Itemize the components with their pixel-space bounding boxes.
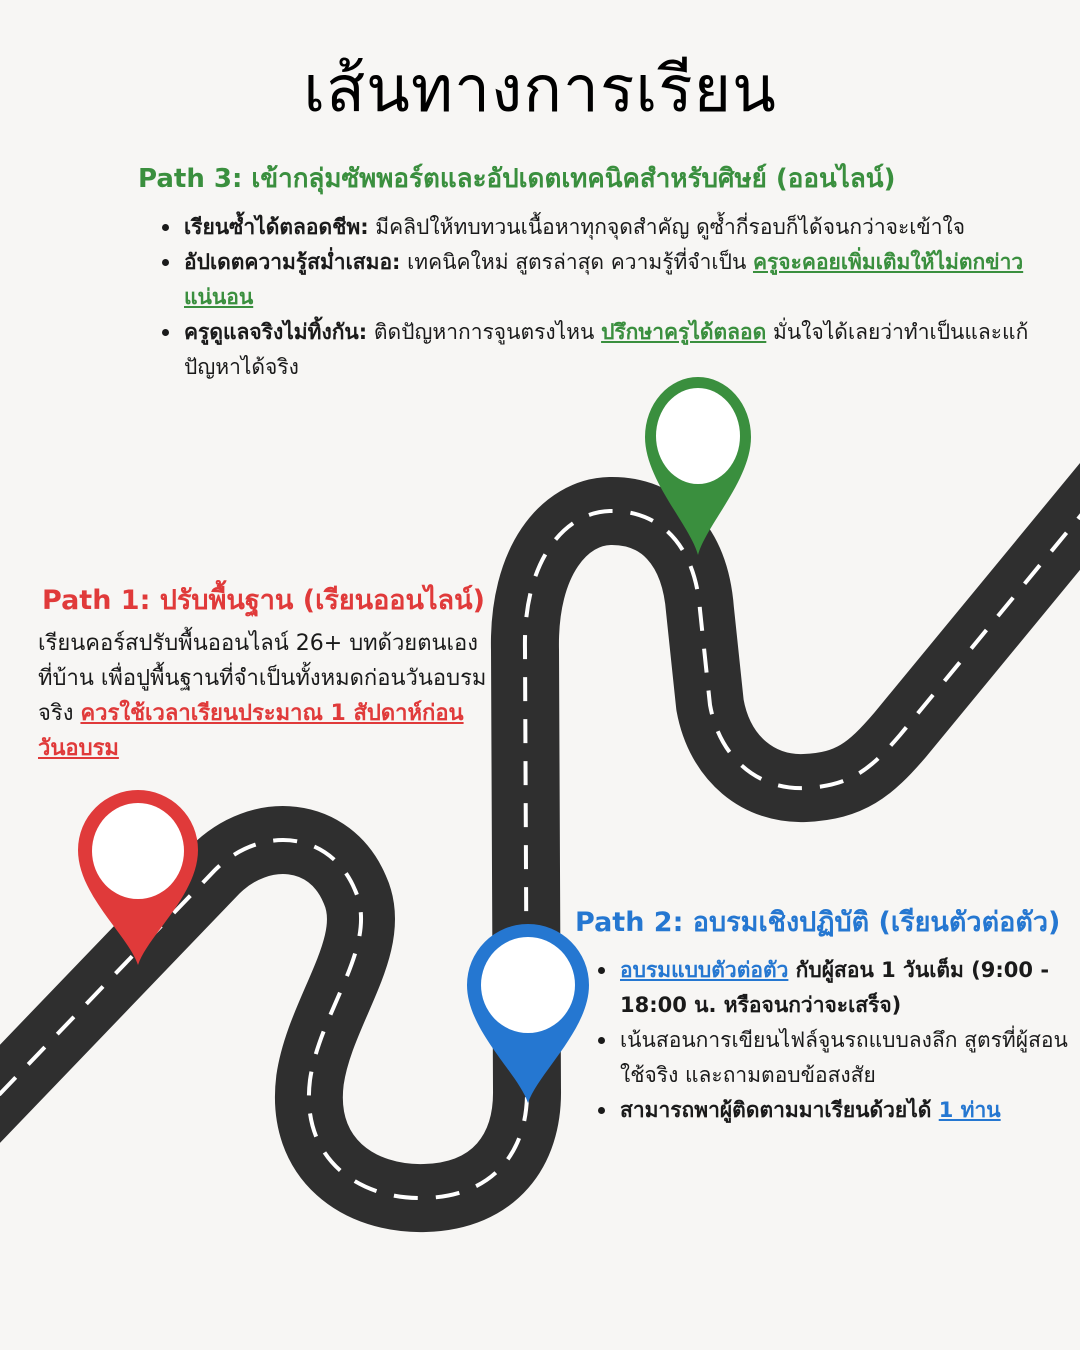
path3-item-title: อัปเดตความรู้สม่ำเสมอ:: [184, 250, 401, 274]
path3-item-text: มีคลิปให้ทบทวนเนื้อหาทุกจุดสำคัญ ดูซ้ำกี…: [368, 215, 966, 239]
path2-list: อบรมแบบตัวต่อตัว กับผู้สอน 1 วันเต็ม (9:…: [594, 953, 1074, 1128]
winding-road: [0, 462, 1080, 1233]
path3-item: อัปเดตความรู้สม่ำเสมอ: เทคนิคใหม่ สูตรล่…: [158, 245, 1038, 315]
path1-description: เรียนคอร์สปรับพื้นออนไลน์ 26+ บทด้วยตนเอ…: [38, 626, 488, 766]
path3-item: เรียนซ้ำได้ตลอดชีพ: มีคลิปให้ทบทวนเนื้อห…: [158, 210, 1038, 245]
path3-item-title: เรียนซ้ำได้ตลอดชีพ:: [184, 215, 369, 239]
path2-item: สามารถพาผู้ติดตามมาเรียนด้วยได้ 1 ท่าน: [594, 1093, 1074, 1128]
path2-map-pin-icon: [467, 923, 589, 1103]
path3-item-text: ติดปัญหาการจูนตรงไหน: [367, 320, 602, 344]
path1-text: เรียนคอร์สปรับพื้นออนไลน์ 26+ บทด้วยตนเอ…: [38, 631, 487, 726]
path3-highlight-link[interactable]: ครูจะคอยเพิ่มเติมให้ไม่ตกข่าวแน่นอน: [184, 250, 1024, 309]
path2-onsite-link[interactable]: อบรมแบบตัวต่อตัว: [620, 958, 789, 982]
path3-list: เรียนซ้ำได้ตลอดชีพ: มีคลิปให้ทบทวนเนื้อห…: [158, 210, 1038, 385]
path3-item: ครูดูแลจริงไม่ทิ้งกัน: ติดปัญหาการจูนตรง…: [158, 315, 1038, 385]
path2-companion-link[interactable]: 1 ท่าน: [938, 1098, 1001, 1122]
path2-item: อบรมแบบตัวต่อตัว กับผู้สอน 1 วันเต็ม (9:…: [594, 953, 1074, 1023]
path3-item-text-after: มั่นใจได้เลยว่าทำเป็นและแก้ปัญหาได้จริง: [184, 320, 1029, 379]
path2-item-text: เน้นสอนการเขียนไฟล์จูนรถแบบลงลึก สูตรที่…: [620, 1028, 1068, 1087]
path3-item-title: ครูดูแลจริงไม่ทิ้งกัน:: [184, 320, 368, 344]
path2-item-bold: กับผู้สอน 1 วันเต็ม (9:00 - 18:00 น. หรื…: [620, 958, 1050, 1017]
path3-map-pin-icon: [645, 377, 751, 555]
path1-duration-link[interactable]: ควรใช้เวลาเรียนประมาณ 1 สัปดาห์ก่อนวันอบ…: [38, 701, 464, 761]
path3-item-text: เทคนิคใหม่ สูตรล่าสุด ความรู้ที่จำเป็น: [400, 250, 753, 274]
path2-item-bold: สามารถพาผู้ติดตามมาเรียนด้วยได้: [620, 1098, 939, 1122]
path3-consult-link[interactable]: ปรึกษาครูได้ตลอด: [601, 320, 767, 344]
page-title: เส้นทางการเรียน: [303, 53, 777, 127]
path2-heading: Path 2: อบรมเชิงปฏิบัติ (เรียนตัวต่อตัว): [575, 907, 1061, 938]
path1-heading: Path 1: ปรับพื้นฐาน (เรียนออนไลน์): [42, 585, 485, 616]
path3-heading: Path 3: เข้ากลุ่มซัพพอร์ตและอัปเดตเทคนิค…: [138, 164, 896, 194]
path1-map-pin-icon: [78, 790, 198, 965]
path2-item: เน้นสอนการเขียนไฟล์จูนรถแบบลงลึก สูตรที่…: [594, 1023, 1074, 1093]
